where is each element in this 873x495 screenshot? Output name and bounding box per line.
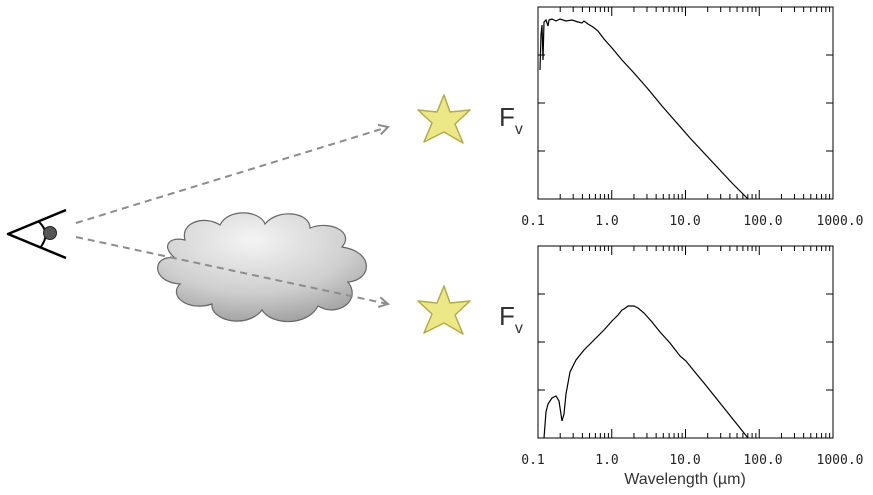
sightline-through-cloud [75, 236, 388, 304]
tick-label: 100.0 [743, 453, 782, 468]
tick-label: 0.1 [521, 214, 544, 229]
tick-label: 10.0 [669, 453, 700, 468]
tick-label: 10.0 [669, 214, 700, 229]
flux-label-lower: Fv [499, 301, 523, 337]
x-axis-label: Wavelength (µm) [624, 471, 746, 488]
tick-label: 1.0 [595, 214, 618, 229]
flux-label-upper: Fv [499, 102, 523, 138]
tick-label: 1000.0 [817, 453, 864, 468]
sightline-direct [75, 127, 388, 224]
plot-unobscured-spectrum [537, 6, 834, 200]
plot-obscured-spectrum [537, 245, 834, 439]
star-icon-lower [417, 285, 471, 335]
spectrum-line-obscured [543, 305, 749, 439]
xtick-labels-lower: 0.1 1.0 10.0 100.0 1000.0 [521, 453, 863, 468]
xtick-labels-upper: 0.1 1.0 10.0 100.0 1000.0 [521, 214, 863, 229]
tick-label: 100.0 [743, 214, 782, 229]
tick-label: 0.1 [521, 453, 544, 468]
spectrum-line-unobscured [539, 18, 749, 200]
tick-label: 1.0 [595, 453, 618, 468]
eye-icon [6, 208, 67, 260]
tick-label: 1000.0 [817, 214, 864, 229]
dust-cloud-icon [157, 212, 367, 323]
star-icon-upper [417, 94, 471, 144]
